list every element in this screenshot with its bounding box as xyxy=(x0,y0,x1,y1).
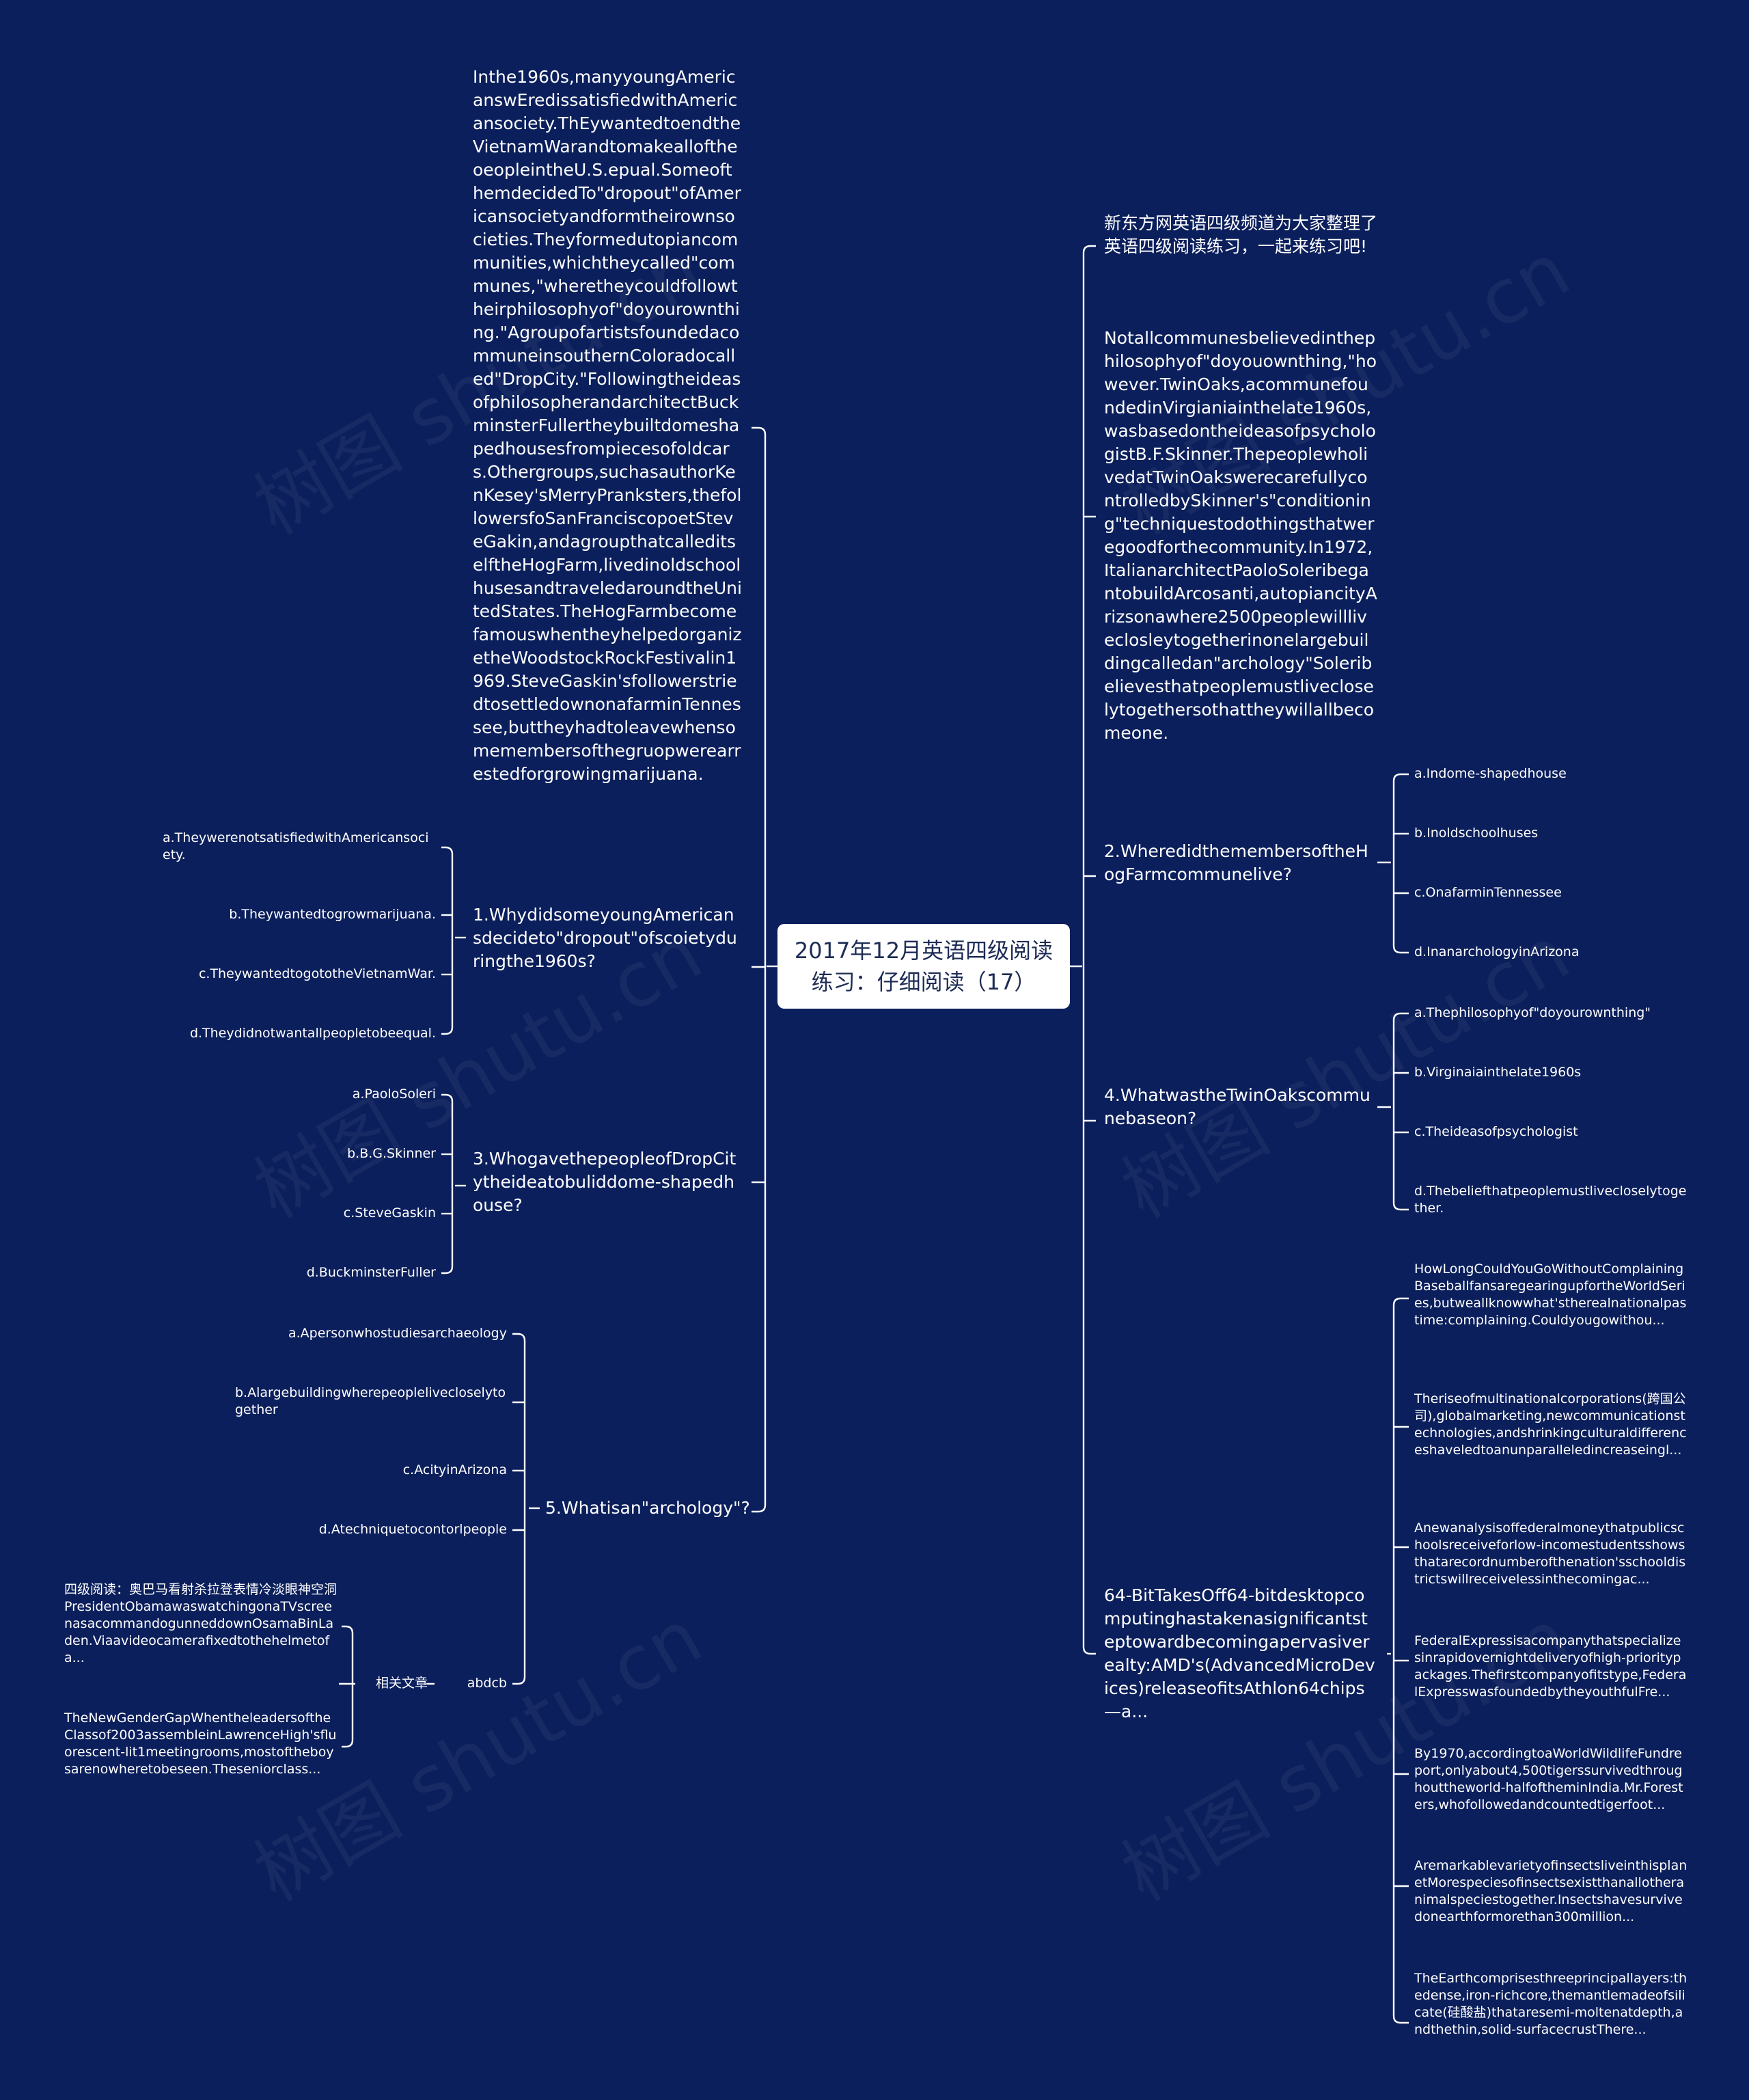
q2-option-d[interactable]: d.InanarchologyinArizona xyxy=(1414,944,1580,959)
q3-option-c[interactable]: c.SteveGaskin xyxy=(343,1205,436,1221)
connector-line xyxy=(441,1026,454,1035)
q5-option-a[interactable]: a.Apersonwhostudiesarchaeology xyxy=(288,1326,507,1341)
q3-option-a[interactable]: a.PaoloSoleri xyxy=(352,1087,436,1102)
article-link[interactable]: TheEarthcomprisesthreeprincipallayers:th… xyxy=(1414,1971,1688,2037)
q1-option-b[interactable]: b.Theywantedtogrowmarijuana. xyxy=(229,907,436,922)
q3-option-d[interactable]: d.BuckminsterFuller xyxy=(306,1265,436,1280)
connector-line xyxy=(1082,1646,1096,1655)
connector-line xyxy=(441,1093,454,1102)
connector-line xyxy=(441,1266,454,1274)
q2-option-b[interactable]: b.Inoldschoolhuses xyxy=(1414,826,1539,841)
connector-line xyxy=(1392,1297,1409,1306)
question-3[interactable]: 3.WhogavethepeopleofDropCitytheideatobul… xyxy=(473,1149,736,1215)
q1-option-a[interactable]: a.TheywerenotsatisfiedwithAmericansociet… xyxy=(163,830,429,862)
article-64bit[interactable]: 64-BitTakesOff64-bitdesktopcomputinghast… xyxy=(1104,1585,1375,1721)
q4-option-d[interactable]: d.Thebeliefthatpeoplemustlivecloselytoge… xyxy=(1414,1184,1687,1216)
connector-line xyxy=(1392,773,1409,782)
root-title: 2017年12月英语四级阅读练习：仔细阅读（17） xyxy=(794,938,1053,995)
q4-option-b[interactable]: b.Virginaiainthelate1960s xyxy=(1414,1065,1582,1080)
connector-line xyxy=(512,1333,526,1341)
q1-option-c[interactable]: c.TheywantedtogototheVietnamWar. xyxy=(198,966,436,981)
q2-option-c[interactable]: c.OnafarminTennessee xyxy=(1414,885,1562,900)
article-link[interactable]: By1970,accordingtoaWorldWildlifeFundrepo… xyxy=(1414,1746,1683,1812)
related-articles-label[interactable]: 相关文章 xyxy=(375,1676,428,1691)
connector-line xyxy=(1082,245,1096,254)
connector-line xyxy=(752,426,767,435)
question-2[interactable]: 2.WheredidthemembersoftheHogFarmcommunel… xyxy=(1104,841,1368,884)
q1-option-d[interactable]: d.Theydidnotwantallpeopletobeequal. xyxy=(189,1026,436,1041)
passage-right[interactable]: Notallcommunesbelievedinthephilosophyof"… xyxy=(1104,328,1377,743)
root-topic[interactable]: 2017年12月英语四级阅读练习：仔细阅读（17） xyxy=(777,924,1070,1009)
article-link[interactable]: HowLongCouldYouGoWithoutComplainingBaseb… xyxy=(1414,1262,1687,1328)
article-link[interactable]: FederalExpressisacompanythatspecializesi… xyxy=(1414,1633,1687,1700)
connector-line xyxy=(1392,2015,1409,2024)
related-article[interactable]: 四级阅读：奥巴马看射杀拉登表情冷淡眼神空洞PresidentObamawaswa… xyxy=(64,1582,338,1665)
q3-option-b[interactable]: b.B.G.Skinner xyxy=(347,1146,436,1161)
connector-line xyxy=(1392,1012,1409,1021)
passage-left[interactable]: Inthe1960s,manyyoungAmericanswEredissati… xyxy=(473,67,742,784)
intro-right[interactable]: 新东方网英语四级频道为大家整理了英语四级阅读练习，一起来练习吧! xyxy=(1104,213,1378,256)
connector-line xyxy=(441,846,454,855)
article-link[interactable]: Theriseofmultinationalcorporations(跨国公司)… xyxy=(1414,1391,1687,1458)
related-article[interactable]: TheNewGenderGapWhentheleadersoftheClasso… xyxy=(64,1710,337,1777)
connector-line xyxy=(1392,1202,1409,1211)
q4-option-a[interactable]: a.Thephilosophyof"doyourownthing" xyxy=(1414,1005,1651,1020)
question-4[interactable]: 4.WhatwastheTwinOakscommunebaseon? xyxy=(1104,1085,1371,1128)
connector-line xyxy=(512,1676,526,1685)
connector-line xyxy=(342,1625,354,1634)
connector-line xyxy=(1392,945,1409,954)
q5-answers[interactable]: abdcb xyxy=(467,1676,507,1691)
q4-option-c[interactable]: c.Theideasofpsychologist xyxy=(1414,1124,1578,1139)
question-5[interactable]: 5.Whatisan"archology"? xyxy=(545,1498,750,1518)
q2-option-a[interactable]: a.Indome-shapedhouse xyxy=(1414,766,1567,781)
question-1[interactable]: 1.WhydidsomeyoungAmericansdecideto"dropo… xyxy=(473,905,737,971)
q5-option-b[interactable]: b.Alargebuildingwherepeoplelivecloselyto… xyxy=(235,1385,506,1417)
article-link[interactable]: Anewanalysisoffederalmoneythatpublicscho… xyxy=(1414,1521,1686,1587)
connector-line xyxy=(752,1504,767,1513)
q5-option-c[interactable]: c.AcityinArizona xyxy=(402,1462,507,1477)
q5-option-d[interactable]: d.Atechniquetocontorlpeople xyxy=(318,1522,507,1537)
connector-line xyxy=(342,1739,354,1748)
article-link[interactable]: Aremarkablevarietyofinsectsliveinthispla… xyxy=(1414,1858,1688,1924)
